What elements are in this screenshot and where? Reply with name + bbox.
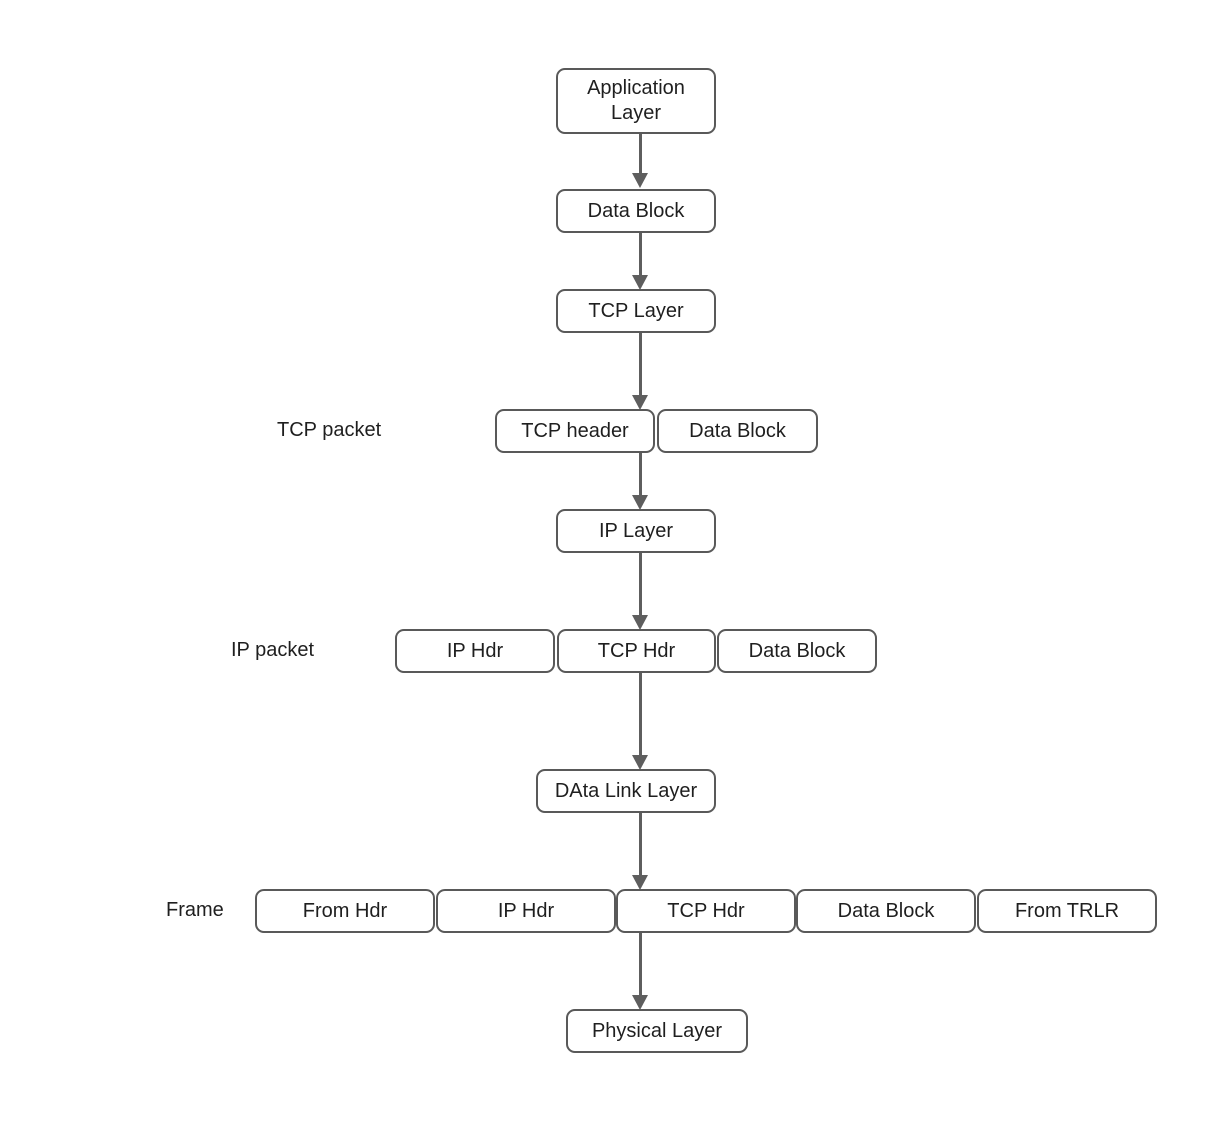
segment-frame-tcp-hdr[interactable]: TCP Hdr	[616, 889, 796, 933]
segment-frame-data-block[interactable]: Data Block	[796, 889, 976, 933]
node-ip-layer[interactable]: IP Layer	[556, 509, 716, 553]
segment-frame-ip-hdr[interactable]: IP Hdr	[436, 889, 616, 933]
segment-ip-packet-data-block[interactable]: Data Block	[717, 629, 877, 673]
segment-ip-packet-tcp-hdr[interactable]: TCP Hdr	[557, 629, 716, 673]
node-data-link-layer[interactable]: DAta Link Layer	[536, 769, 716, 813]
node-application-layer[interactable]: Application Layer	[556, 68, 716, 134]
segment-from-hdr[interactable]: From Hdr	[255, 889, 435, 933]
node-physical-layer[interactable]: Physical Layer	[566, 1009, 748, 1053]
node-data-block[interactable]: Data Block	[556, 189, 716, 233]
node-tcp-layer[interactable]: TCP Layer	[556, 289, 716, 333]
segment-tcp-packet-data-block[interactable]: Data Block	[657, 409, 818, 453]
segment-from-trlr[interactable]: From TRLR	[977, 889, 1157, 933]
segment-ip-hdr[interactable]: IP Hdr	[395, 629, 555, 673]
row-label-tcp-packet: TCP packet	[277, 419, 382, 441]
row-label-frame: Frame	[166, 899, 224, 921]
row-label-ip-packet: IP packet	[231, 639, 315, 661]
segment-tcp-header[interactable]: TCP header	[495, 409, 655, 453]
